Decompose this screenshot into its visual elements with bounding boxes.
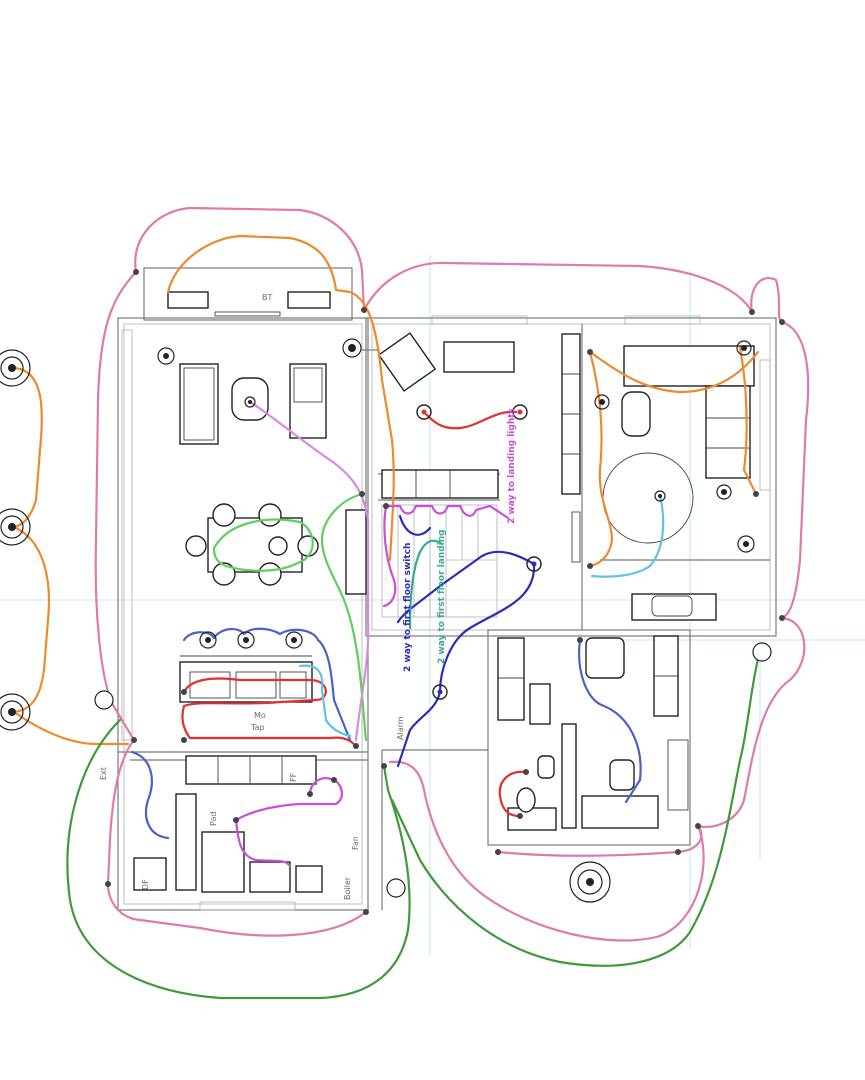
wire-red-study [422, 410, 518, 430]
wiring [12, 206, 810, 1000]
downlight-icon [737, 535, 755, 553]
kitchen-island [179, 661, 313, 703]
label-df: DF [141, 879, 150, 890]
ceiling-rose-icon [416, 404, 432, 420]
wire-blue-switch [396, 562, 536, 768]
fittings [0, 338, 772, 903]
wire-orange-external [12, 366, 130, 746]
wire-orange-loop [738, 346, 758, 496]
label-tap: Tap [250, 723, 265, 732]
ceiling-rose-icon [526, 556, 542, 572]
wire-cyan-lounge [590, 494, 665, 578]
ceiling-rose-icon [654, 490, 666, 502]
wire-pink-bottom-right [388, 760, 705, 942]
wire-pink-left-side [94, 270, 138, 742]
wire-violet-utility [234, 777, 343, 822]
ceiling-rose-icon [0, 508, 31, 546]
downlight-icon [342, 338, 362, 358]
wire-green-dining [212, 518, 314, 572]
desk [443, 341, 515, 373]
armchair [377, 332, 437, 392]
corner-sofa [623, 345, 755, 387]
wire-blue-utility [130, 750, 170, 840]
label-alarm: Alarm [396, 716, 405, 740]
downlight-icon [237, 631, 255, 649]
label-ff: FF [289, 772, 298, 782]
wire-pink-left-lower [106, 738, 136, 886]
wire-blue-landing [396, 550, 536, 624]
wire-blue-top [398, 514, 432, 536]
downlight-icon [157, 347, 175, 365]
wire-cyan-kitchen [298, 664, 352, 738]
wire-pink-outer-left [134, 206, 366, 312]
note-first-floor-landing: 2 way to first floor landing [437, 529, 447, 664]
wire-green-feed [320, 492, 368, 742]
wire-pink-right-side [750, 277, 810, 620]
sofa [179, 363, 219, 445]
label-ext: Ext [99, 767, 108, 780]
wire-green-right [390, 648, 762, 967]
wire-pink-right-lower [696, 616, 806, 828]
wire-blue-bedroom [578, 638, 642, 804]
wire-violet-stairs [384, 504, 510, 520]
furniture [133, 291, 755, 893]
label-boiler: Boiler [343, 876, 352, 900]
note-first-floor-switch: 2 way to first floor switch [403, 543, 413, 672]
ceiling-rose-icon [0, 349, 31, 387]
sofa [289, 363, 327, 439]
label-pad: Pad [209, 812, 218, 826]
wire-pink-upper-right [362, 261, 754, 314]
ceiling-rose-icon [0, 693, 31, 731]
wire-teal-landing [408, 539, 444, 630]
wire-red-bath [498, 770, 528, 818]
downlight-icon [594, 394, 610, 410]
wire-orange-lounge [588, 350, 760, 394]
wire-red-kitchen [181, 677, 358, 748]
ceiling-rose-icon [512, 404, 528, 420]
label-mo: Mo [254, 711, 266, 720]
annotations: 2 way to landing lights 2 way to first f… [403, 408, 517, 672]
armchair [231, 377, 269, 421]
downlight-icon [716, 484, 732, 500]
stairs [381, 504, 498, 618]
counter [185, 755, 317, 785]
wire-violet-stair-side [382, 504, 397, 608]
bench [631, 593, 717, 621]
label-bt: BT [262, 293, 272, 302]
downlight-icon [736, 340, 752, 356]
label-fan: Fan [351, 836, 360, 850]
cabinet [167, 291, 209, 309]
wire-green-long [66, 718, 411, 1000]
rug [602, 452, 694, 544]
room-labels: BT Ext Mo Tap Pad DF Fan Boiler Alarm FF [99, 293, 405, 900]
wire-blue-hob [182, 627, 352, 742]
ceiling-rose-icon [569, 861, 611, 903]
wire-orange-top [166, 234, 395, 562]
ceiling-rose-icon [432, 684, 448, 700]
downlight-icon [285, 631, 303, 649]
sideboard [381, 469, 499, 499]
ceiling-rose-icon [244, 396, 256, 408]
cabinet [287, 291, 331, 309]
switch-icon [105, 269, 785, 915]
wire-orange-down [588, 350, 614, 568]
note-landing-lights: 2 way to landing lights [507, 408, 517, 524]
downlight-icon [199, 631, 217, 649]
wire-pink-bottom-left [106, 882, 368, 937]
fan-icon [94, 642, 772, 898]
wire-pink-nodes [496, 824, 703, 857]
wire-violet-utility-lower [234, 818, 292, 868]
